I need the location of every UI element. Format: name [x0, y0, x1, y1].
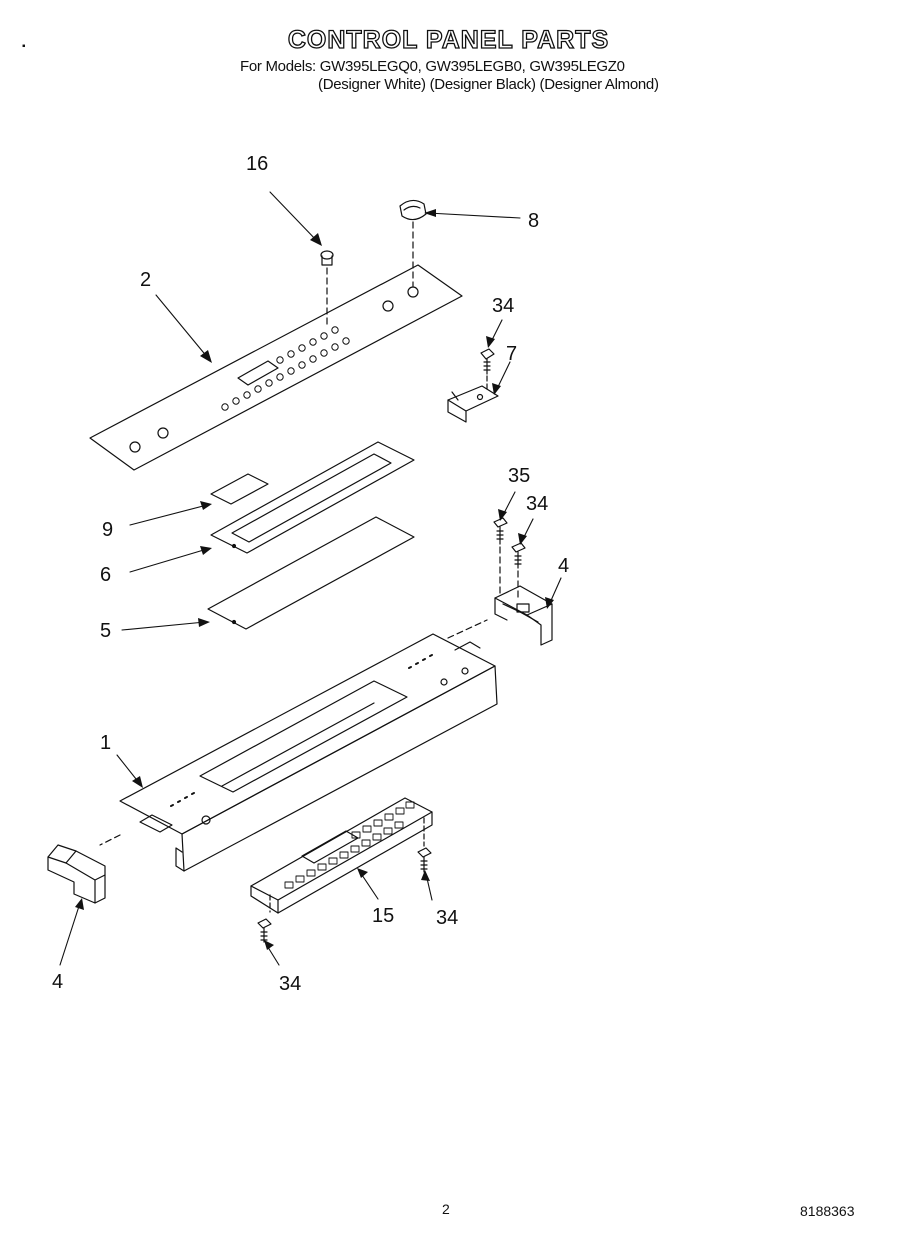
callout-6: 6	[100, 564, 112, 586]
leader-arrowheads	[75, 209, 554, 950]
part-4-end-cap-left	[47, 844, 106, 904]
screw-35-right	[493, 517, 508, 597]
leader-lines	[59, 191, 562, 966]
callout-2: 2	[140, 269, 152, 291]
screw-34-top	[480, 348, 495, 391]
part-9-label	[210, 473, 269, 505]
callout-34-top: 34	[492, 295, 515, 317]
page-number: 2	[442, 1201, 450, 1217]
document-number: 8188363	[800, 1203, 855, 1219]
diagram-title: CONTROL PANEL PARTS	[287, 25, 610, 54]
part-16-button	[320, 250, 334, 327]
model-list: For Models: GW395LEGQ0, GW395LEGB0, GW39…	[240, 58, 625, 75]
screw-34-bottom-right	[417, 847, 432, 873]
callout-4-left: 4	[52, 971, 64, 993]
callout-34-right: 34	[526, 493, 549, 515]
callout-8: 8	[528, 210, 540, 232]
callout-7: 7	[506, 343, 518, 365]
callout-16: 16	[246, 153, 269, 175]
callout-1: 1	[100, 732, 112, 754]
screw-34-right	[511, 542, 526, 601]
callout-4-right: 4	[558, 555, 570, 577]
part-8-knob	[399, 199, 427, 287]
part-15-control-board	[250, 797, 433, 914]
callout-15: 15	[372, 905, 395, 927]
callout-5: 5	[100, 620, 112, 642]
callout-9: 9	[102, 519, 114, 541]
callout-34-bottom-left: 34	[279, 973, 302, 995]
callout-34-bottom-right: 34	[436, 907, 459, 929]
screw-34-bottom-left	[257, 918, 272, 943]
callout-35: 35	[508, 465, 531, 487]
part-6-window-frame	[210, 441, 415, 554]
part-4-end-cap-right	[494, 585, 553, 646]
speck-mark: ▪	[22, 41, 26, 52]
model-variants: (Designer White) (Designer Black) (Desig…	[318, 76, 659, 93]
part-5-gasket	[207, 516, 415, 630]
part-1-control-housing	[99, 619, 498, 872]
part-7-bracket	[447, 385, 499, 423]
part-2-control-panel-overlay	[89, 264, 463, 471]
